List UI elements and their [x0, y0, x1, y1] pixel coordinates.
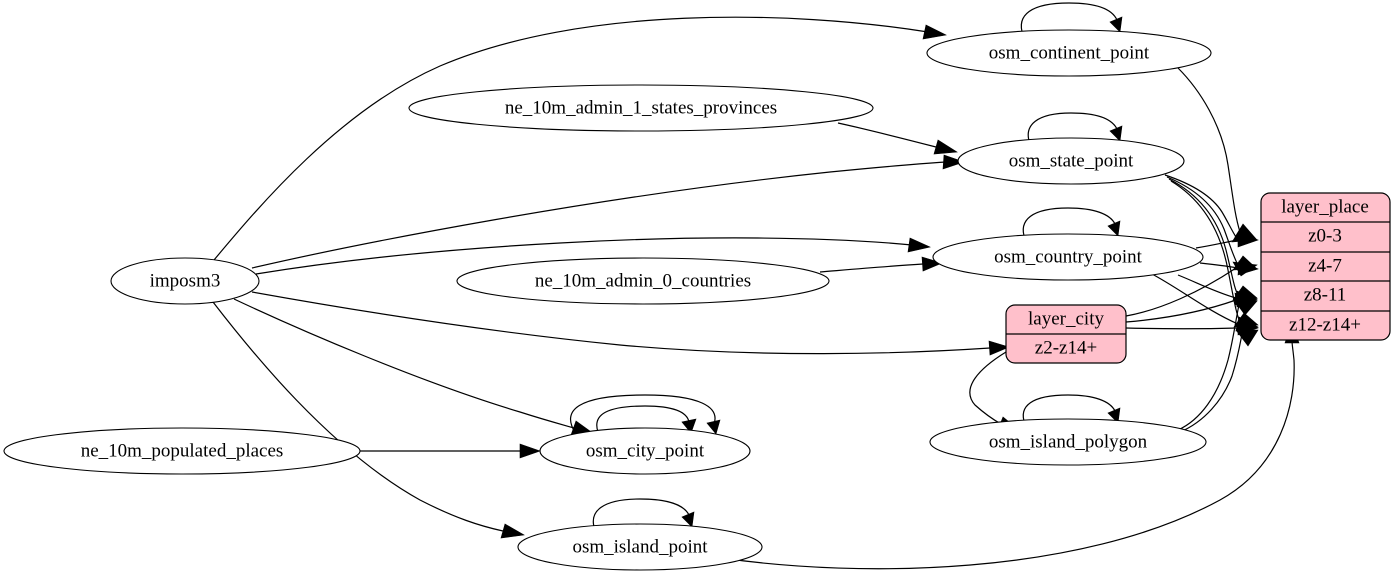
node-label-osm_continent_point: osm_continent_point	[989, 42, 1150, 63]
record-row-layer_place-z0-3[interactable]: z0-3	[1308, 225, 1342, 246]
record-row-layer_city-header: layer_city	[1028, 308, 1104, 329]
node-layer: imposm3 ne_10m_admin_1_states_provinces …	[3, 29, 1212, 571]
edge-ne_admin0_countries-to-osm_country_point	[819, 256, 943, 273]
edge-self-osm_island_point	[592, 498, 695, 531]
node-ne_10m_populated_places[interactable]: ne_10m_populated_places	[3, 427, 361, 475]
record-row-layer_place-header: layer_place	[1281, 196, 1369, 217]
node-ne_10m_admin_1_states_provinces[interactable]: ne_10m_admin_1_states_provinces	[408, 84, 874, 132]
node-label-osm_country_point: osm_country_point	[994, 246, 1142, 267]
edge-self-osm_country_point	[1022, 207, 1121, 240]
edge-self-outer-osm_city_point	[570, 394, 721, 435]
node-osm_continent_point[interactable]: osm_continent_point	[926, 29, 1212, 77]
record-node-layer_place[interactable]: layer_place z0-3 z4-7 z8-11 z12-z14+	[1260, 192, 1391, 341]
edge-self-osm_state_point	[1027, 112, 1123, 145]
edge-imposm3-to-osm_continent_point	[213, 16, 947, 261]
edge-imposm3-to-layer_city	[251, 291, 1010, 356]
node-label-ne_10m_admin_1_states_provinces: ne_10m_admin_1_states_provinces	[505, 97, 777, 118]
edge-ne_states_provinces-to-osm_state_point	[837, 122, 958, 155]
node-osm_state_point[interactable]: osm_state_point	[957, 137, 1185, 185]
node-osm_island_polygon[interactable]: osm_island_polygon	[929, 418, 1207, 466]
edge-layer	[212, 2, 1300, 570]
record-row-layer_place-z12-z14[interactable]: z12-z14+	[1289, 314, 1361, 335]
edge-ne_populated_places-to-osm_city_point	[360, 443, 541, 459]
node-imposm3[interactable]: imposm3	[110, 257, 260, 305]
edge-osm_island_polygon-to-layer_place-z8-11	[1177, 299, 1258, 431]
node-osm_city_point[interactable]: osm_city_point	[539, 427, 751, 475]
edge-osm_continent_point-to-layer_place-z0-3	[1177, 67, 1258, 241]
node-label-osm_city_point: osm_city_point	[586, 440, 705, 461]
edge-osm_country_point-to-layer_place-z0-3	[1195, 232, 1259, 249]
node-label-ne_10m_populated_places: ne_10m_populated_places	[81, 440, 284, 461]
edge-imposm3-to-osm_country_point	[255, 237, 931, 275]
record-row-layer_place-z4-7[interactable]: z4-7	[1308, 255, 1342, 276]
edge-imposm3-to-osm_island_point	[212, 301, 525, 539]
node-label-osm_island_point: osm_island_point	[572, 536, 708, 557]
edge-layer_city-to-osm_island_polygon	[969, 351, 1021, 433]
record-node-layer_city[interactable]: layer_city z2-z14+	[1005, 304, 1127, 364]
node-osm_island_point[interactable]: osm_island_point	[517, 523, 763, 571]
record-row-layer_city-z2-z14[interactable]: z2-z14+	[1035, 337, 1097, 358]
edge-self-osm_island_polygon	[1022, 394, 1121, 425]
edge-osm_island_polygon-to-layer_place-z12	[1179, 329, 1259, 433]
node-label-imposm3: imposm3	[150, 270, 221, 291]
record-row-layer_place-z8-11[interactable]: z8-11	[1304, 284, 1347, 305]
edge-self-osm_continent_point	[1020, 2, 1123, 36]
node-label-ne_10m_admin_0_countries: ne_10m_admin_0_countries	[535, 270, 751, 291]
node-osm_country_point[interactable]: osm_country_point	[932, 233, 1204, 281]
edge-layer_city-connectors-to-layer_place	[1125, 261, 1259, 336]
node-ne_10m_admin_0_countries[interactable]: ne_10m_admin_0_countries	[456, 257, 830, 305]
node-label-osm_island_polygon: osm_island_polygon	[989, 431, 1148, 452]
record-node-layer: layer_place z0-3 z4-7 z8-11 z12-z14+ lay…	[1005, 192, 1391, 364]
edge-imposm3-to-osm_state_point	[251, 154, 965, 269]
edge-self-inner-osm_city_point	[596, 405, 697, 434]
node-label-osm_state_point: osm_state_point	[1009, 150, 1134, 171]
